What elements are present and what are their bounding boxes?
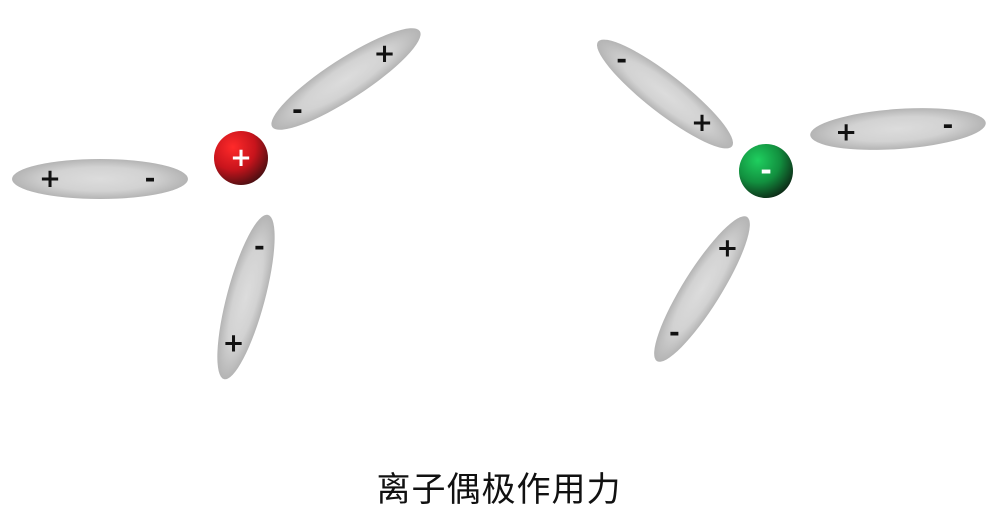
dipole-sign-b: +	[691, 108, 713, 138]
dipole-sign-a: -	[254, 232, 265, 262]
dipole-upper-left: - +	[597, 39, 733, 149]
dipole-sign-b: -	[942, 111, 953, 141]
anion-sphere	[739, 144, 793, 198]
dipole-left: + -	[12, 159, 188, 199]
anion-sign: -	[760, 154, 772, 187]
anion: -	[739, 144, 793, 198]
anion-group: - + + - + - -	[597, 39, 986, 362]
dipole-sign-b: +	[223, 328, 245, 358]
dipole-right: + -	[810, 108, 986, 150]
dipole-lower: - +	[217, 214, 275, 380]
dipole-ellipse	[271, 28, 421, 130]
dipole-ellipse	[217, 214, 275, 380]
dipole-ellipse	[810, 108, 986, 150]
cation-sign: +	[230, 143, 252, 173]
cation-group: + - + - - + +	[12, 28, 421, 380]
dipole-sign-b: -	[145, 164, 156, 194]
dipole-ellipse	[654, 216, 750, 362]
dipole-upper-right: + -	[271, 28, 421, 130]
cation-sphere	[214, 131, 268, 185]
diagram-caption: 离子偶极作用力	[376, 470, 622, 510]
dipole-sign-b: -	[669, 318, 680, 348]
dipole-ellipse	[12, 159, 188, 199]
dipole-sign-a: +	[717, 233, 739, 263]
dipole-sign-a: -	[616, 45, 627, 75]
dipole-lower-left: + -	[654, 216, 750, 362]
dipole-sign-a: +	[835, 118, 857, 148]
dipole-sign-b: -	[292, 96, 303, 126]
dipole-sign-a: +	[374, 39, 396, 69]
dipole-ellipse	[597, 39, 733, 149]
cation: +	[214, 131, 268, 185]
dipole-sign-a: +	[39, 164, 61, 194]
